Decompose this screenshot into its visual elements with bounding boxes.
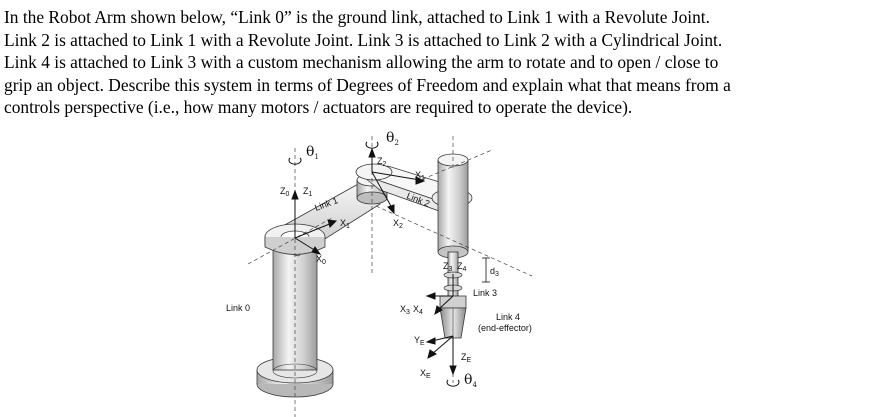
label-z2: Z2	[377, 156, 387, 168]
label-link3: Link 3	[473, 288, 497, 298]
label-x2: X2	[393, 218, 403, 230]
label-theta4: θ4	[464, 372, 477, 389]
label-z4: Z4	[457, 261, 467, 273]
label-x1-top: X1	[415, 170, 425, 182]
rotation-arrows	[288, 141, 460, 387]
label-end-effector: (end-effector)	[478, 323, 532, 333]
label-link4: Link 4	[496, 312, 520, 322]
question-line-1: In the Robot Arm shown below, “Link 0” i…	[4, 7, 710, 27]
label-x1: X1	[340, 218, 350, 230]
label-z1: Z1	[303, 186, 313, 198]
robot-arm-diagram: Link 0 Link 1 Link 2 Link 3 Link 4 (end-…	[226, 130, 533, 417]
d3-dimension	[482, 257, 490, 283]
question-text: In the Robot Arm shown below, “Link 0” i…	[4, 6, 870, 119]
label-xe: XE	[420, 368, 431, 380]
question-line-3: Link 4 is attached to Link 3 with a cust…	[4, 52, 719, 73]
label-link0: Link 0	[226, 303, 250, 313]
label-x4: X4	[413, 304, 423, 316]
clipped-top-margin	[0, 0, 876, 5]
label-theta1: θ1	[306, 144, 319, 161]
question-line-4: grip an object. Describe this system in …	[4, 74, 731, 95]
label-ye: YE	[414, 335, 425, 347]
question-line-5: controls perspective (i.e., how many mot…	[4, 97, 633, 118]
label-x0: X0	[316, 254, 326, 266]
frame-arrows	[291, 147, 457, 376]
question-line-2: Link 2 is attached to Link 1 with a Revo…	[4, 29, 723, 50]
link4-gripper	[439, 295, 467, 339]
label-ze: ZE	[461, 352, 472, 364]
label-z3: Z3	[443, 261, 453, 273]
link2-column	[437, 153, 469, 259]
label-theta2: θ2	[386, 130, 399, 147]
label-x3: X3	[400, 304, 410, 316]
label-z0: Z0	[280, 186, 290, 198]
label-d3: d3	[490, 266, 499, 278]
